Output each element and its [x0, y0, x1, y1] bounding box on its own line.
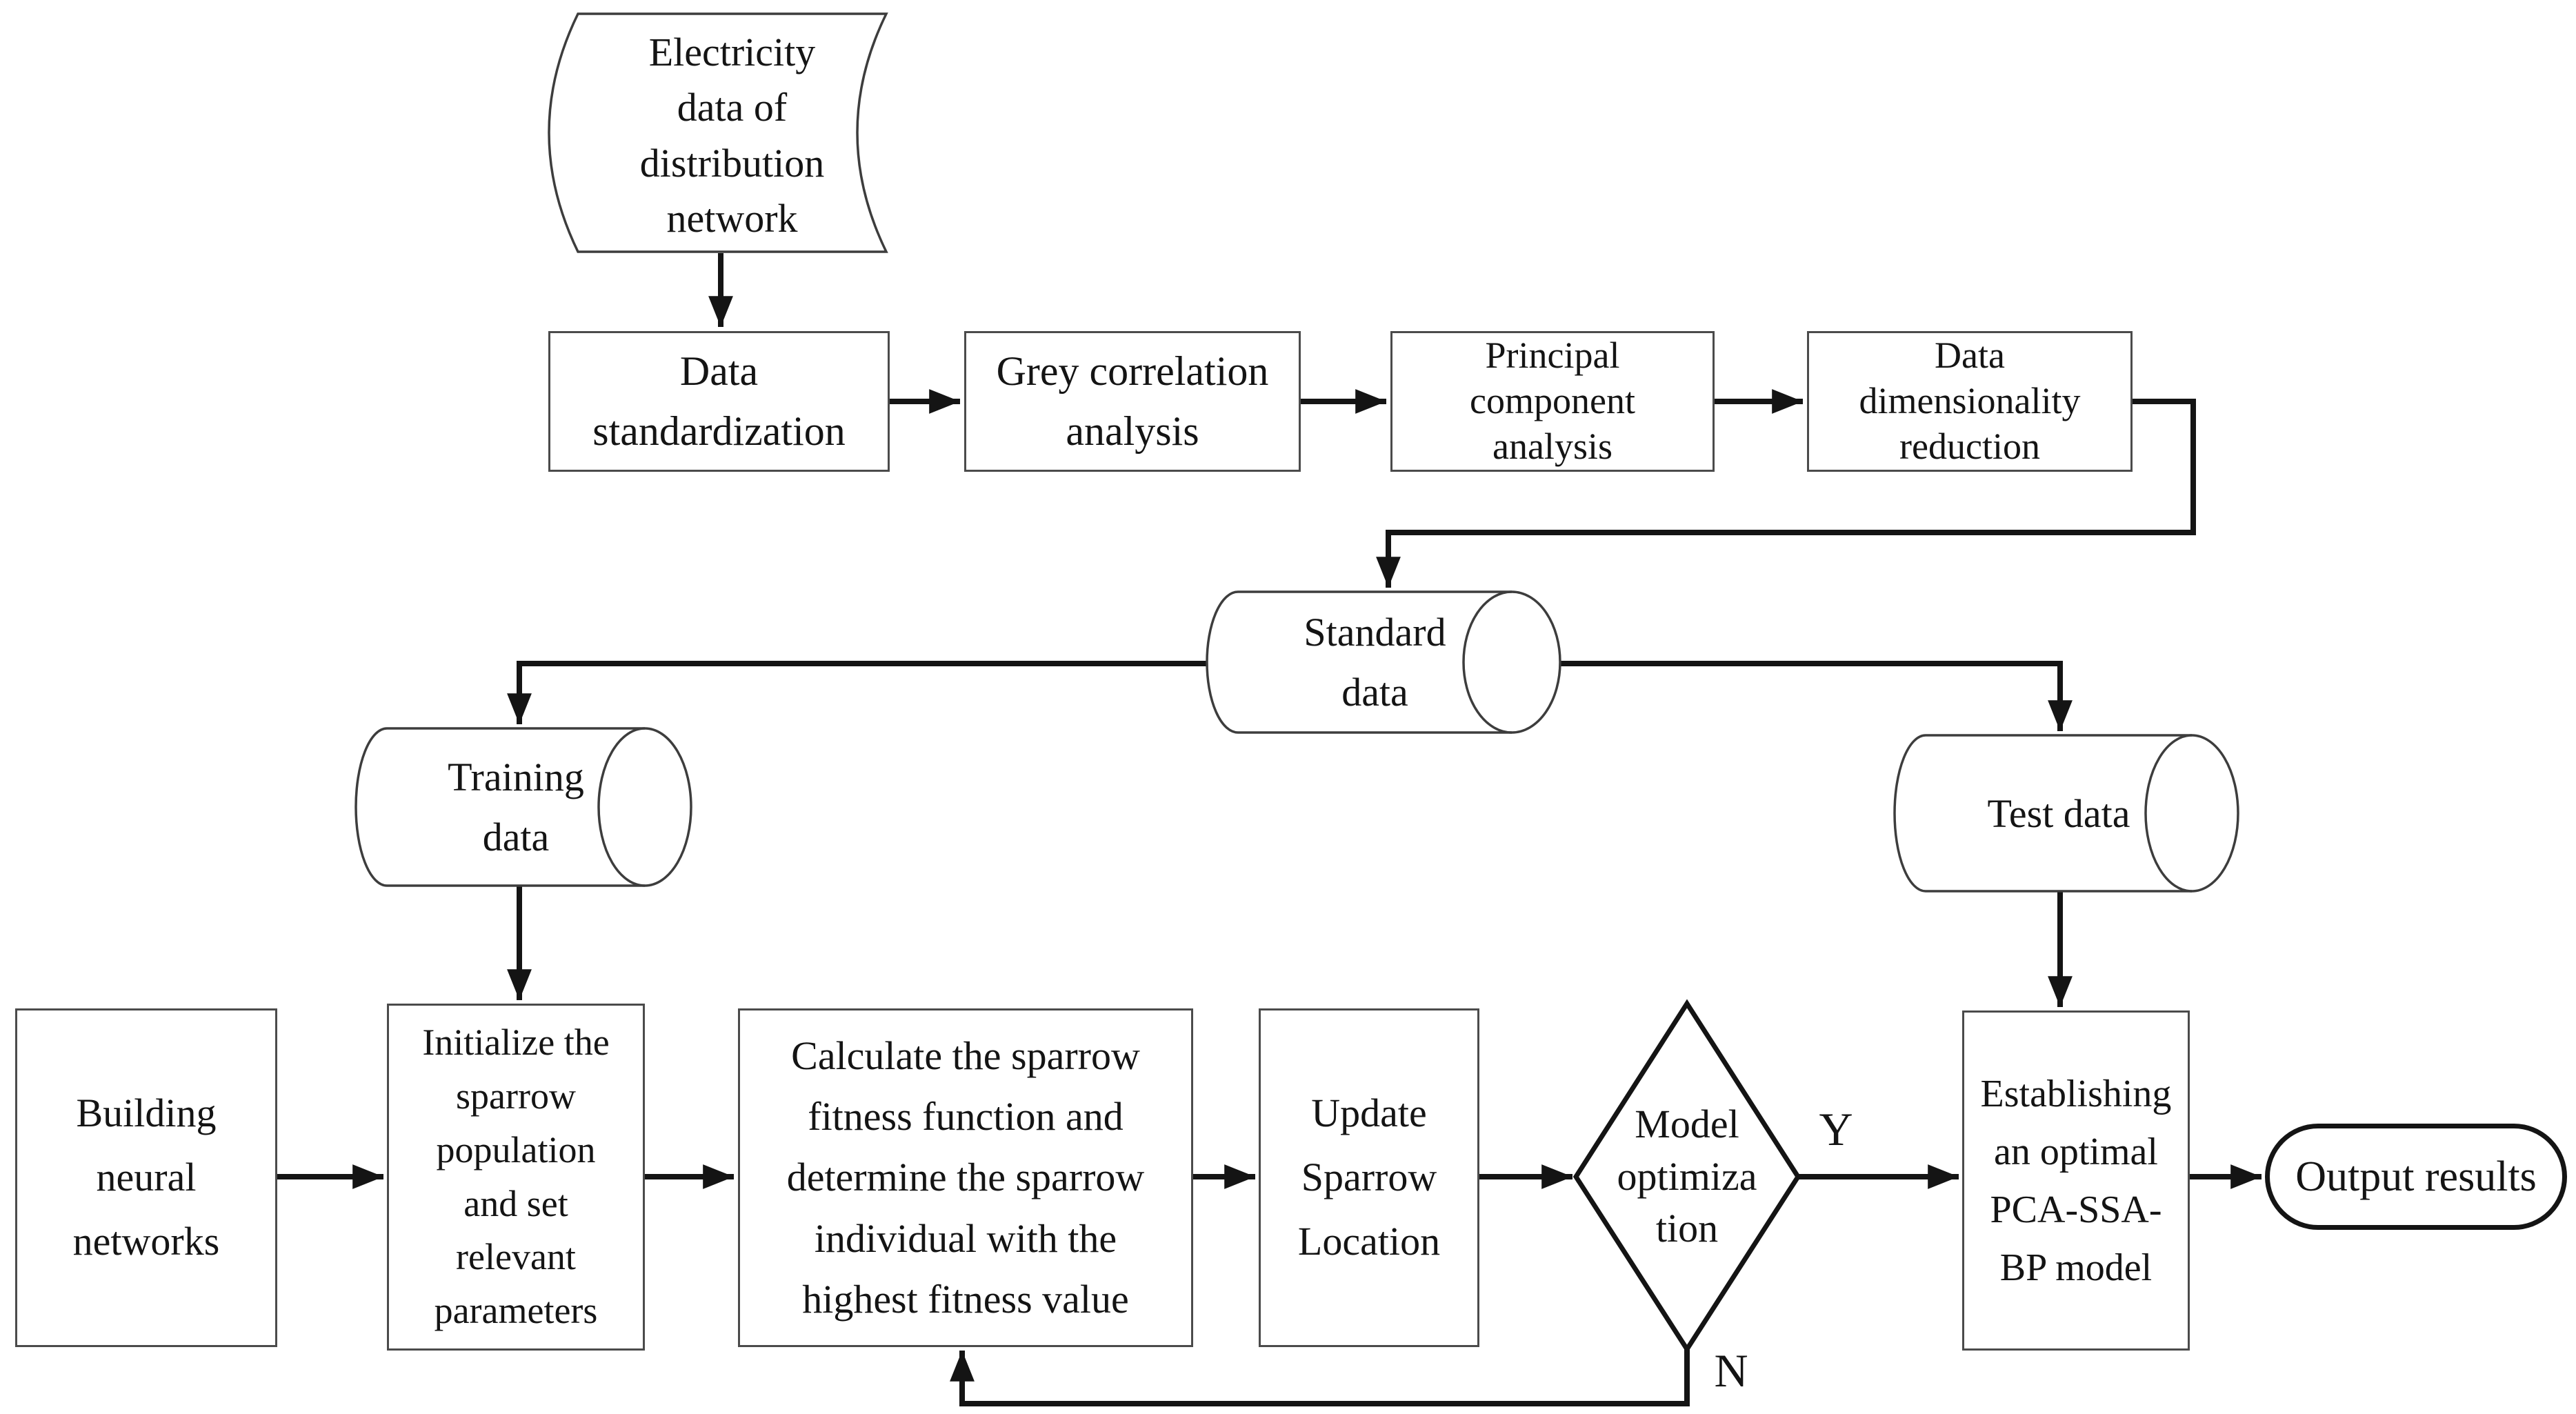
node-initialize-sparrow: Initialize the sparrow population and se… — [387, 1004, 645, 1351]
node-establish-model: Establishing an optimal PCA-SSA- BP mode… — [1962, 1010, 2190, 1351]
node-model-optimization-label: Model optimiza tion — [1617, 1102, 1757, 1251]
standard-data-cylinder-rim — [1462, 590, 1512, 734]
node-standard-data-label: Standard data — [1304, 610, 1446, 715]
node-update-sparrow-location-label: Update Sparrow Location — [1297, 1091, 1441, 1264]
stored-data-shape — [548, 12, 888, 253]
node-establish-model-label: Establishing an optimal PCA-SSA- BP mode… — [1980, 1072, 2172, 1289]
node-data-dimensionality-reduction-label: Data dimensionality reduction — [1859, 335, 2081, 467]
node-standard-data: Standard data — [1238, 592, 1512, 733]
edge-reduction-to-standard-data — [1376, 399, 2196, 588]
node-data-standardization: Data standardization — [548, 331, 890, 472]
node-building-neural-networks-label: Building neural networks — [72, 1091, 220, 1264]
node-data-standardization-label: Data standardization — [592, 348, 846, 454]
node-output-results: Output results — [2265, 1124, 2567, 1230]
node-source-data: Electricity data of distribution network — [578, 19, 886, 252]
node-grey-correlation-analysis-label: Grey correlation analysis — [996, 348, 1269, 454]
decision-diamond-shape — [1572, 999, 1801, 1354]
node-test-data-label: Test data — [1987, 790, 2130, 836]
node-building-neural-networks: Building neural networks — [15, 1008, 277, 1347]
node-test-data: Test data — [1926, 735, 2192, 891]
node-data-dimensionality-reduction: Data dimensionality reduction — [1807, 331, 2133, 472]
edge-decision-no-loop — [950, 1349, 1690, 1406]
edge-standard-to-training-data — [507, 661, 1238, 724]
node-source-data-label: Electricity data of distribution network — [639, 30, 825, 241]
node-calculate-fitness-label: Calculate the sparrow fitness function a… — [786, 1033, 1145, 1322]
node-calculate-fitness: Calculate the sparrow fitness function a… — [738, 1008, 1193, 1347]
node-principal-component-analysis: Principal component analysis — [1390, 331, 1715, 472]
node-initialize-sparrow-label: Initialize the sparrow population and se… — [422, 1022, 610, 1331]
node-principal-component-analysis-label: Principal component analysis — [1470, 335, 1635, 467]
edge-standard-to-test-data — [1560, 661, 2073, 731]
node-training-data-label: Training data — [448, 755, 584, 859]
node-update-sparrow-location: Update Sparrow Location — [1259, 1008, 1479, 1347]
decision-yes-label: Y — [1819, 1103, 1853, 1155]
decision-no-label: N — [1714, 1344, 1748, 1397]
node-model-optimization: Model optimiza tion — [1576, 1004, 1798, 1349]
node-grey-correlation-analysis: Grey correlation analysis — [964, 331, 1301, 472]
node-output-results-label: Output results — [2295, 1153, 2537, 1200]
test-data-cylinder-rim — [2144, 734, 2193, 893]
training-data-cylinder-rim — [597, 727, 646, 887]
node-training-data: Training data — [387, 728, 645, 886]
